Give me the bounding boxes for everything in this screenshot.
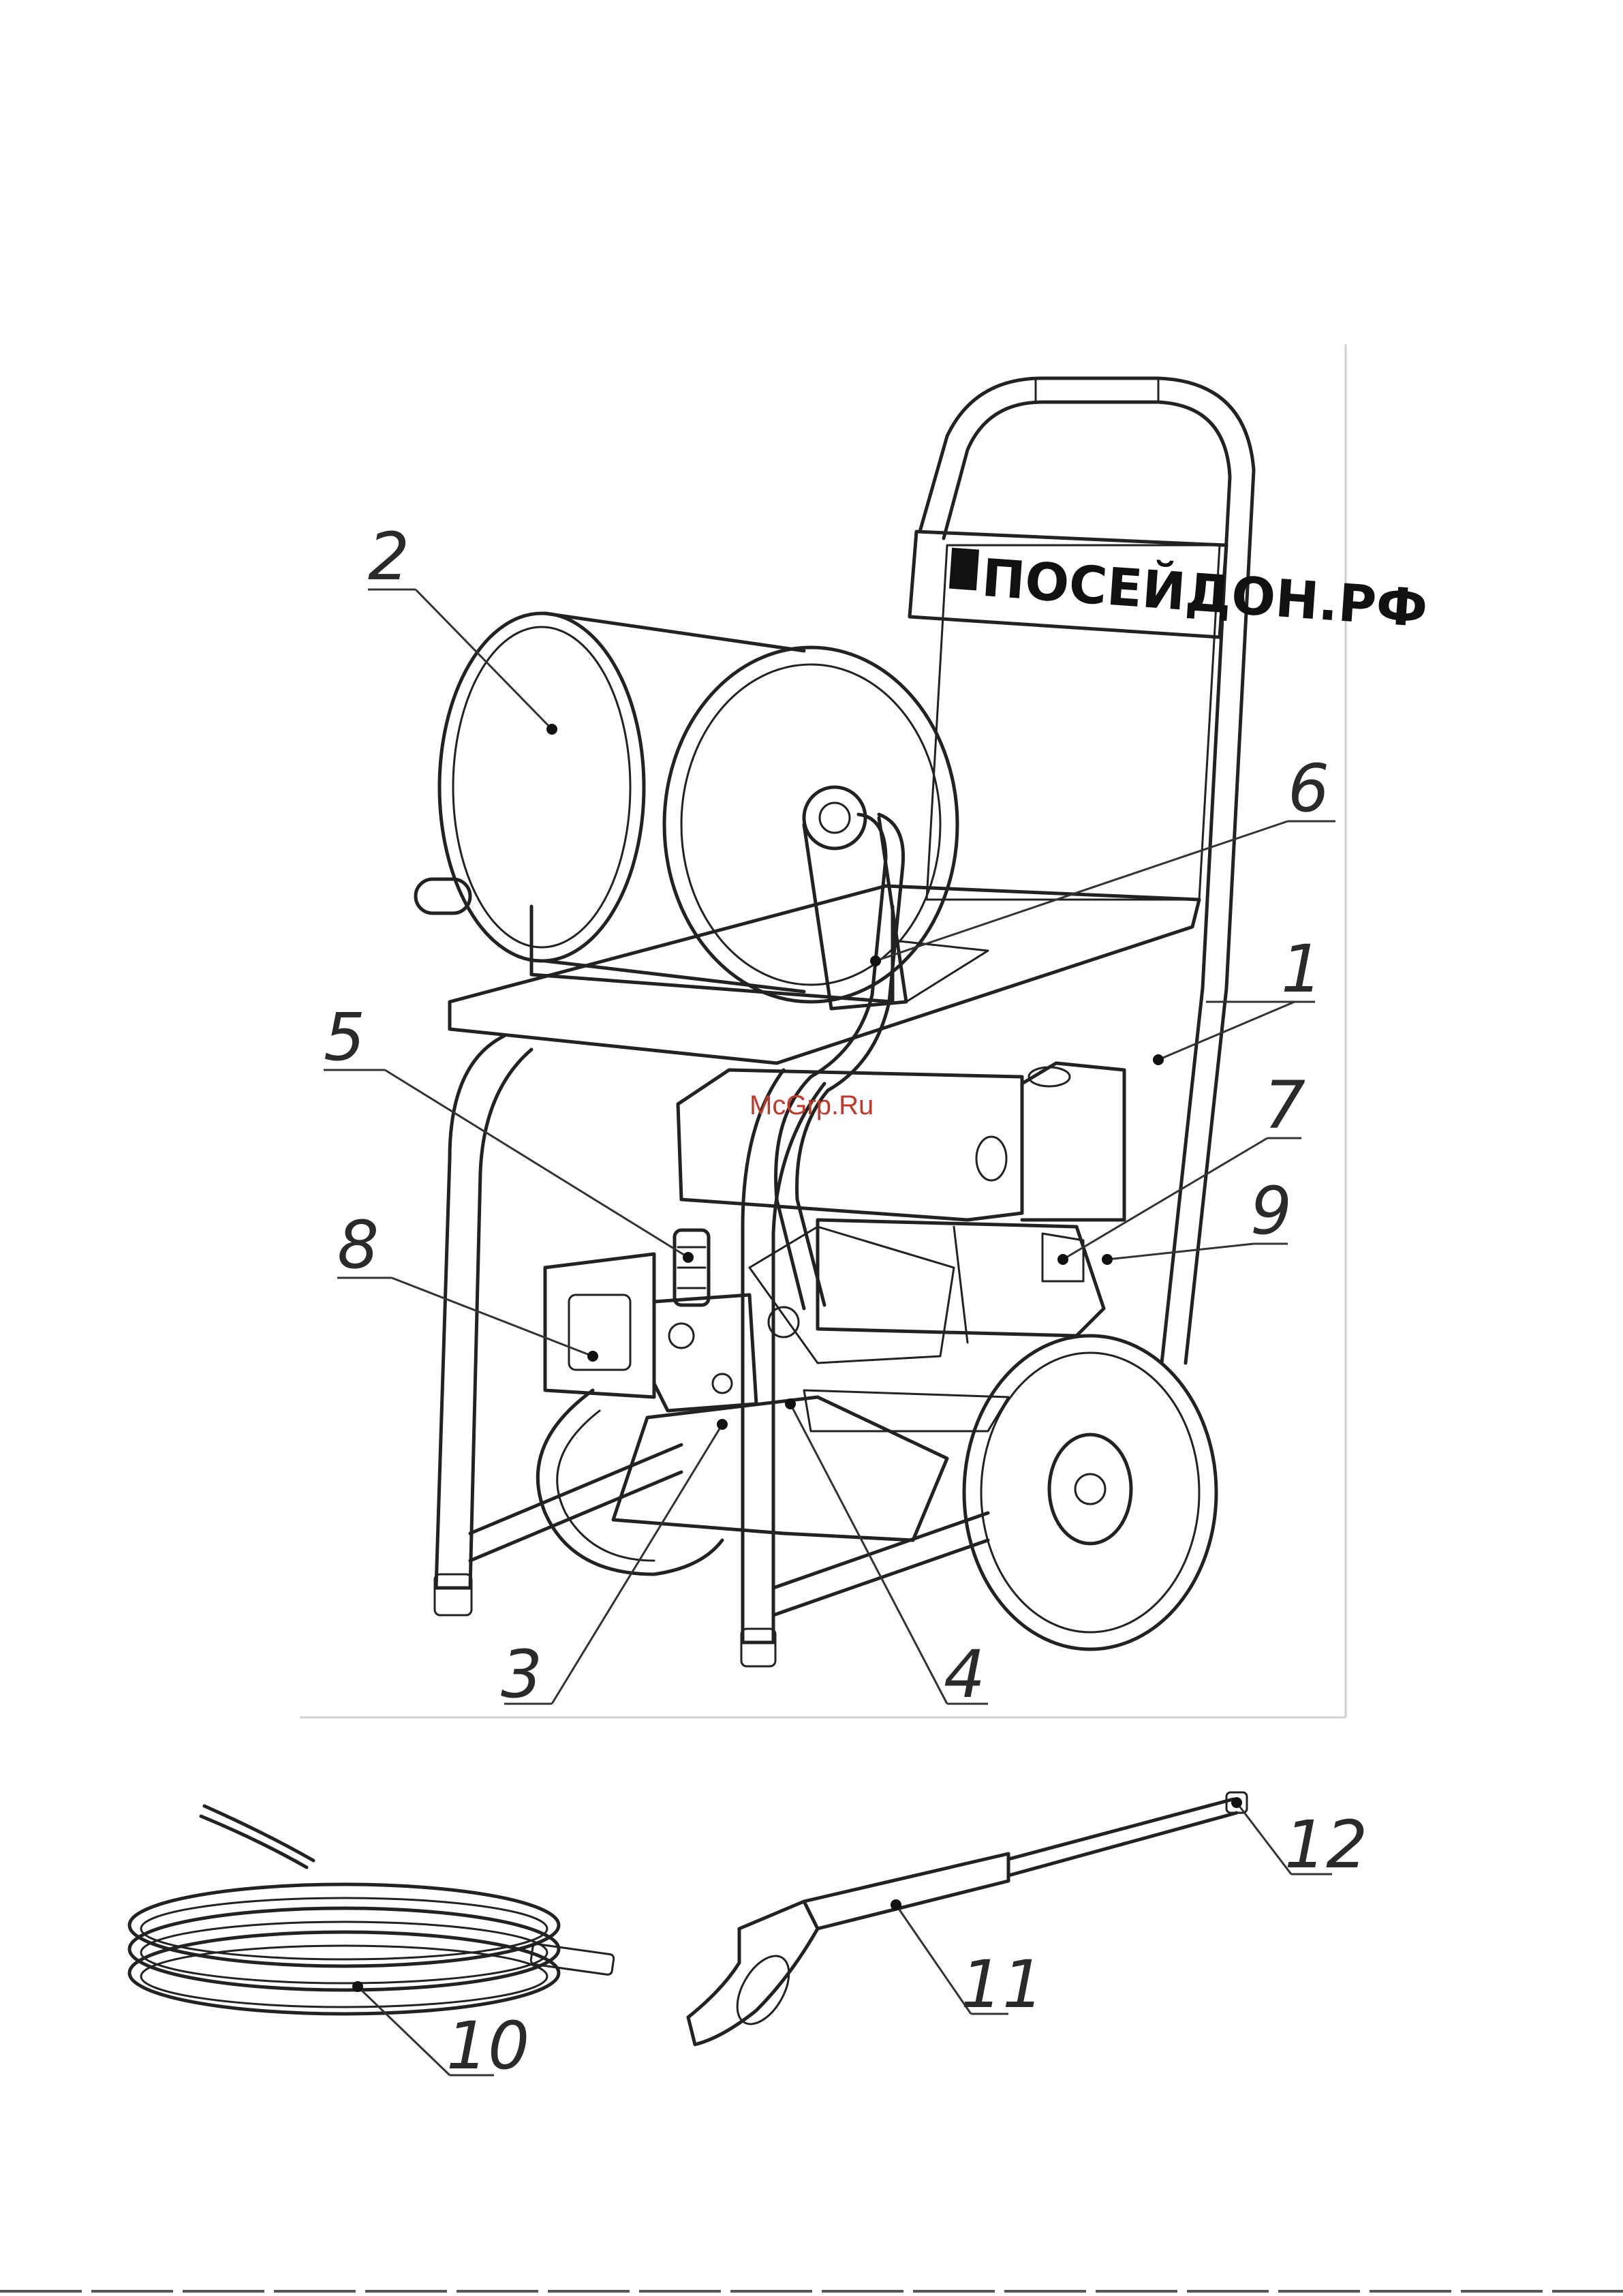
- callout-11: 11: [961, 1946, 1044, 2023]
- wheels: [538, 1336, 1216, 1649]
- control-box: [545, 1254, 654, 1397]
- engine: [678, 1063, 1124, 1431]
- poseidon-logo-icon: [949, 548, 979, 591]
- callout-6: 6: [1288, 750, 1329, 827]
- base-plate: [613, 1397, 947, 1540]
- callout-5: 5: [324, 999, 365, 1075]
- hose-coil: 10: [129, 1806, 615, 2084]
- callout-12: 12: [1284, 1807, 1367, 1883]
- callout-4: 4: [944, 1636, 985, 1713]
- callout-1: 1: [1281, 931, 1323, 1007]
- callout-8: 8: [337, 1207, 379, 1283]
- callout-7: 7: [1264, 1067, 1305, 1144]
- callout-2: 2: [368, 519, 409, 595]
- callout-9: 9: [1250, 1173, 1292, 1249]
- trolley-frame: ПОСЕЙДОН.РФ: [435, 378, 1429, 1666]
- spray-gun: 11 12: [688, 1792, 1367, 2045]
- watermark: McGrp.Ru: [749, 1090, 874, 1120]
- callout-3: 3: [501, 1636, 542, 1713]
- callout-10: 10: [446, 2008, 529, 2084]
- hose-reel: [416, 613, 988, 1308]
